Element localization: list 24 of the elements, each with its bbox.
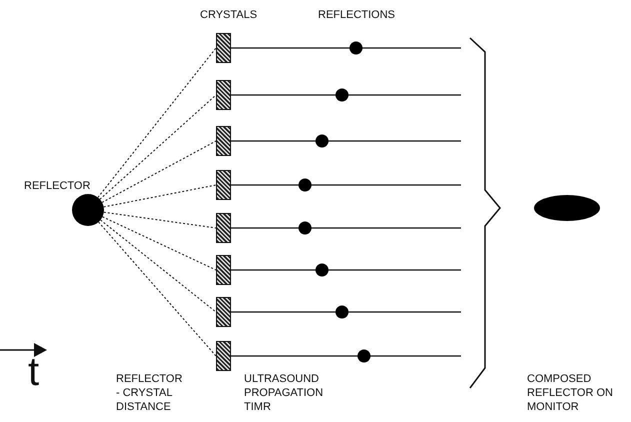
dotted-line: [102, 140, 216, 203]
caption-text: ULTRASOUND PROPAGATION TIMR: [244, 372, 324, 414]
crystal-element: [216, 33, 231, 63]
crystal-element: [216, 297, 231, 327]
dotted-line: [100, 219, 216, 312]
caption-text: REFLECTOR: [24, 179, 92, 193]
crystal-element: [216, 126, 231, 156]
crystal-element: [216, 341, 231, 371]
crystal-element: [216, 255, 231, 285]
dotted-line: [103, 184, 216, 208]
caption-text: COMPOSED REFLECTOR ON MONITOR: [527, 372, 614, 414]
heading-text: CRYSTALS: [200, 8, 258, 22]
dotted-line: [97, 48, 216, 198]
reflector-circle: [72, 194, 104, 226]
crystal-element: [216, 213, 231, 243]
axis-label: t: [28, 352, 40, 392]
crystal-element: [216, 80, 231, 110]
dotted-line: [98, 222, 216, 356]
dotted-line: [99, 94, 216, 200]
heading-text: REFLECTIONS: [318, 8, 396, 22]
dotted-line: [102, 216, 216, 270]
dotted-line: [103, 212, 216, 228]
crystal-element: [216, 170, 231, 200]
caption-text: REFLECTOR - CRYSTAL DISTANCE: [116, 372, 184, 414]
